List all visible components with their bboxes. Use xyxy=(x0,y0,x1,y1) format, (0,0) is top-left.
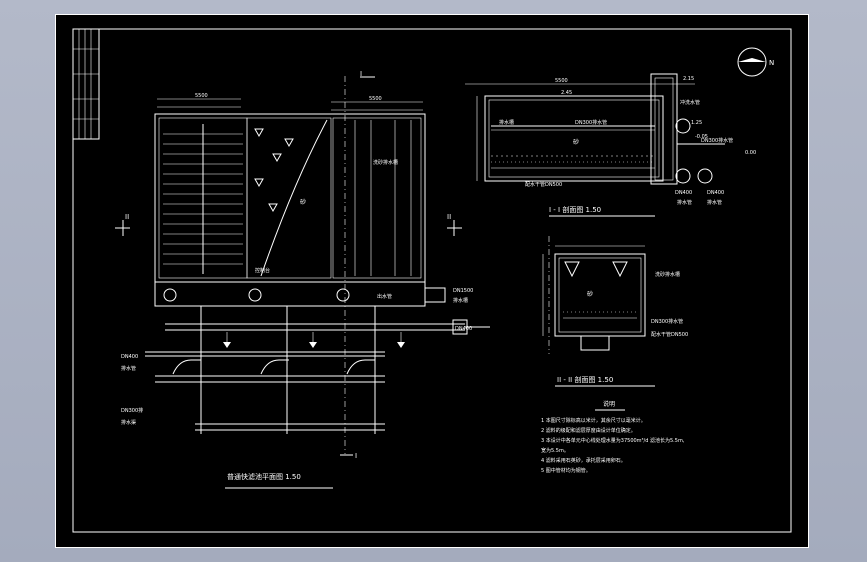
plan-waste-label: 排水槽 xyxy=(453,297,468,304)
plan-dn300-label: DN300排 xyxy=(121,407,143,414)
plan-dim-top-right: 5500 xyxy=(369,96,382,102)
plan-view: 5500 5500 I xyxy=(115,70,490,489)
plan-sand-label: 砂 xyxy=(300,198,306,206)
sheet-inner-border xyxy=(72,28,792,533)
sec1-tank xyxy=(484,95,664,182)
sec1-elev4: -0.05 xyxy=(695,134,708,140)
section-2: 砂 洗砂排水槽 DN300排水管 配水干管DN500 II - II 剖面图 1… xyxy=(542,236,688,387)
section-mark-left: II xyxy=(125,213,129,221)
plan-dn400-left: DN400 xyxy=(121,354,138,360)
sec1-dn400b: DN400 xyxy=(707,190,724,196)
plan-drain-left: 排水管 xyxy=(121,365,136,372)
note-5: 5 图中管材均为钢管。 xyxy=(541,467,591,474)
sec2-tank xyxy=(554,253,646,337)
notes-title: 说明 xyxy=(603,400,615,408)
sec1-dn300-right: DN300排水管 xyxy=(701,137,733,144)
sand-region-middle: 砂 控制台 xyxy=(254,119,328,277)
plan-trough-label: 洗砂排水槽 xyxy=(373,159,398,166)
note-3b: 宽为5.5m。 xyxy=(541,447,569,454)
note-4: 4 滤料采用石英砂，承托层采用卵石。 xyxy=(541,457,626,464)
plan-distribution-label: 排水渠 xyxy=(121,419,136,426)
note-1: 1 本图尺寸除标高以米计，其余尺寸以毫米计。 xyxy=(541,417,646,424)
plan-title: 普通快滤池平面图 1.50 xyxy=(227,472,301,481)
north-label: N xyxy=(769,59,774,67)
side-title-block xyxy=(72,28,100,140)
gallery-outlet-label: 出水管 xyxy=(377,293,392,300)
drawing-sheet: N 5500 5500 I xyxy=(55,14,809,548)
sheet-outer-border xyxy=(55,14,809,548)
section-1: 5500 砂 DN300排水管 排水槽 2.15 2.45 1.25 -0.05… xyxy=(465,73,756,217)
sec1-dn400: DN400 xyxy=(675,190,692,196)
sec2-sand: 砂 xyxy=(587,290,593,298)
cad-drawing: N 5500 5500 I xyxy=(55,14,809,548)
sec1-inflow: 冲洗水管 xyxy=(680,99,700,106)
sec1-elev5: 0.00 xyxy=(745,150,756,156)
notes-block: 说明 1 本图尺寸除标高以米计，其余尺寸以毫米计。 2 滤料的级配和滤层厚度由设… xyxy=(541,400,685,474)
wash-trough-right: 洗砂排水槽 xyxy=(354,120,412,276)
sec1-waste: 排水槽 xyxy=(499,119,514,126)
sec1-drain2: 排水管 xyxy=(707,199,722,206)
section1-title: I - I 剖面图 1.50 xyxy=(549,205,601,214)
sec2-dn500: 配水干管DN500 xyxy=(651,331,688,338)
sec2-trough: 洗砂排水槽 xyxy=(655,271,680,278)
sec1-dn300: DN300排水管 xyxy=(575,119,607,126)
sec1-drain: 排水管 xyxy=(677,199,692,206)
section-mark-right: II xyxy=(447,213,451,221)
plan-control-label: 控制台 xyxy=(255,267,270,274)
sec1-sand: 砂 xyxy=(573,138,579,146)
sec1-elev1: 2.15 xyxy=(683,76,694,82)
section-mark-bottom: I xyxy=(355,452,357,460)
plan-dn1500-label: DN1500 xyxy=(453,288,473,294)
sec1-elev3: 1.25 xyxy=(691,120,702,126)
lateral-pipes-left xyxy=(163,124,243,274)
plan-dn400-right: DN400 xyxy=(455,326,472,332)
section-mark-top: I xyxy=(360,70,362,78)
sec1-elev2: 2.45 xyxy=(561,90,572,96)
pipe-network: DN400 DN400 排水管 DN300排 排水渠 xyxy=(121,306,490,434)
north-arrow-icon: N xyxy=(737,47,774,77)
sec1-dim: 5500 xyxy=(555,78,568,84)
plan-dim-top-left: 5500 xyxy=(195,93,208,99)
note-2: 2 滤料的级配和滤层厚度由设计单位确定。 xyxy=(541,427,636,434)
sec1-dn500: 配水干管DN500 xyxy=(525,181,562,188)
section2-title: II - II 剖面图 1.50 xyxy=(557,375,613,384)
note-3: 3 本设计中各单元中心线处理水量为37500m³/d 滤池长为5.5m, xyxy=(541,437,685,444)
sec2-dn300: DN300排水管 xyxy=(651,318,683,325)
